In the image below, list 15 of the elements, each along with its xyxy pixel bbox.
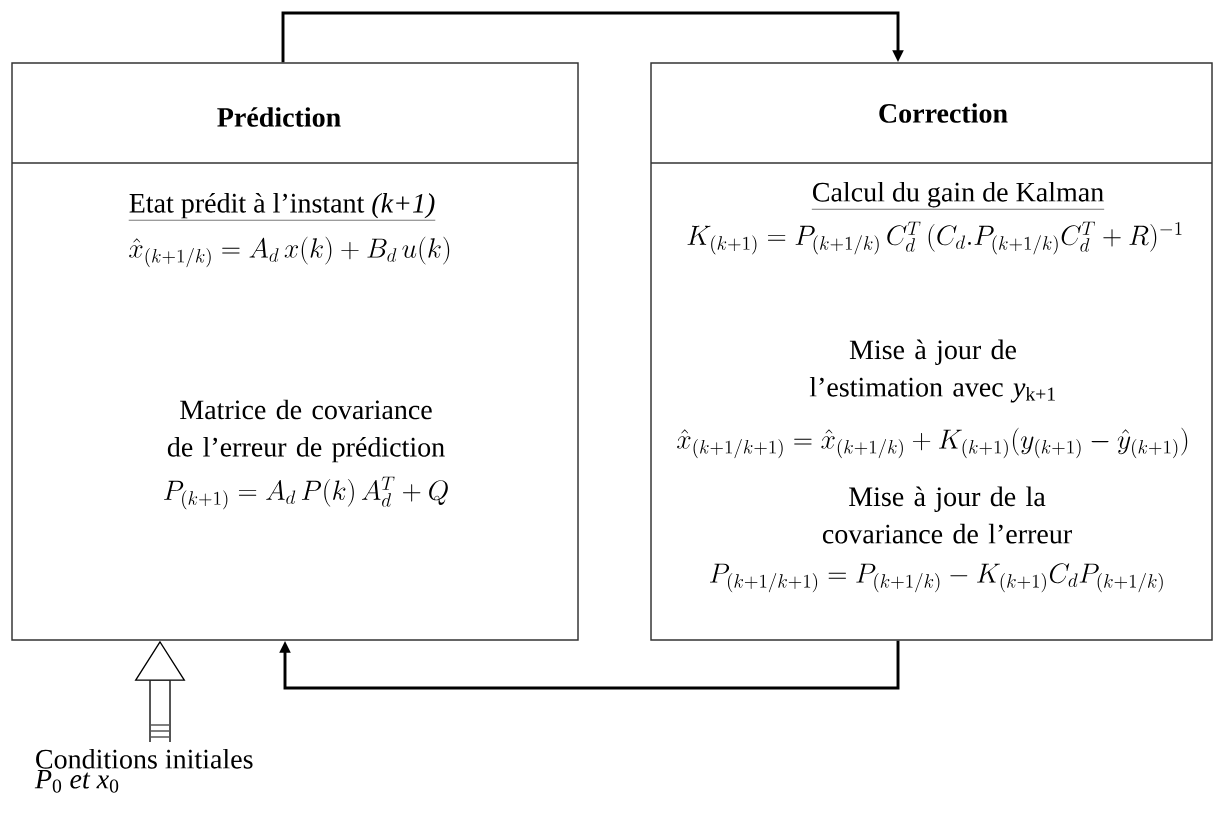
equation: $K_{(k+1)} = P_{(k+1/k)}\, C_d^T\, (C_d . P_{(k+1/k)} C_d^T + R)^{-1}$: [687, 221, 1182, 255]
section-title: Calcul du gain de Kalman: [811, 181, 1105, 210]
section-title: Etat prédit à l’instant (k+1): [128, 192, 436, 221]
equation: $P_{(k+1/k+1)} = P_{(k+1/k)} - K_{(k+1)} C_d P_{(k+1/k)}$: [709, 563, 1163, 593]
equation: $\hat{x}_{(k+1/k+1)} = \hat{x}_{(k+1/k)} + K_{(k+1)} (y_{(k+1)} - \hat{y}_{(k+1)})$: [677, 427, 1188, 459]
section-title: Matrice de covariance de l’erreur de prédiction: [167, 399, 445, 463]
equation: $\hat{x}_{(k+1/k)} = A_d\, x(k) + B_d\, u(k)$: [129, 236, 450, 268]
panel-heading: Correction: [879, 103, 1008, 123]
section-title: Mise à jour de l’estimation avec y$_{k+1}$: [809, 339, 1055, 403]
arrow: [281, 11, 904, 63]
section-title: Mise à jour de la covariance de l’erreur: [822, 486, 1072, 544]
equation: $P_{(k+1)} = A_d\, P(k)\, A_d^T + Q$: [164, 476, 448, 510]
arrow: [279, 640, 900, 690]
panel-heading: Prédiction: [217, 107, 341, 127]
caption-text: Conditions initiales P$_{0}$ et x$_{0}$: [34, 748, 253, 793]
